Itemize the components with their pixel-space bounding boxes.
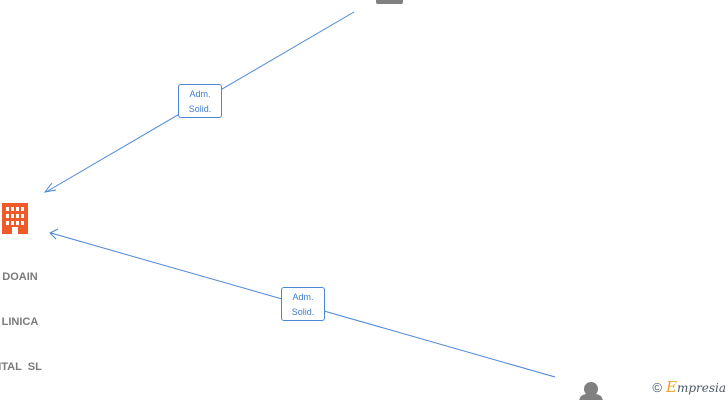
edge-label-top-line1: Adm.: [189, 89, 211, 99]
edge-label-top-line2: Solid.: [188, 104, 212, 114]
edge-label-bottom-line2: Solid.: [291, 307, 315, 317]
edge-arrowhead-bottom: [49, 228, 59, 240]
brand-name: mpresia: [676, 381, 726, 395]
company-name-line-1: DOAIN: [2, 271, 38, 283]
brand-logo-initial: E: [665, 378, 677, 396]
company-name-line-2: LINICA: [1, 316, 39, 328]
edge-label-bottom-line1: Adm.: [292, 292, 314, 302]
edge-label-top: Adm. Solid.: [178, 84, 222, 118]
building-icon[interactable]: [2, 203, 28, 234]
copyright-symbol: ©: [652, 380, 662, 395]
company-name[interactable]: DOAIN LINICA ITAL SL: [0, 240, 60, 390]
empresia-watermark: ©Empresia: [652, 378, 726, 396]
company-name-line-3: ITAL SL: [0, 361, 42, 373]
person-bottom-icon[interactable]: [579, 382, 603, 400]
person-top-icon[interactable]: [376, 0, 403, 4]
edge-label-bottom: Adm. Solid.: [281, 287, 325, 321]
edge-arrowhead-top: [43, 182, 57, 193]
